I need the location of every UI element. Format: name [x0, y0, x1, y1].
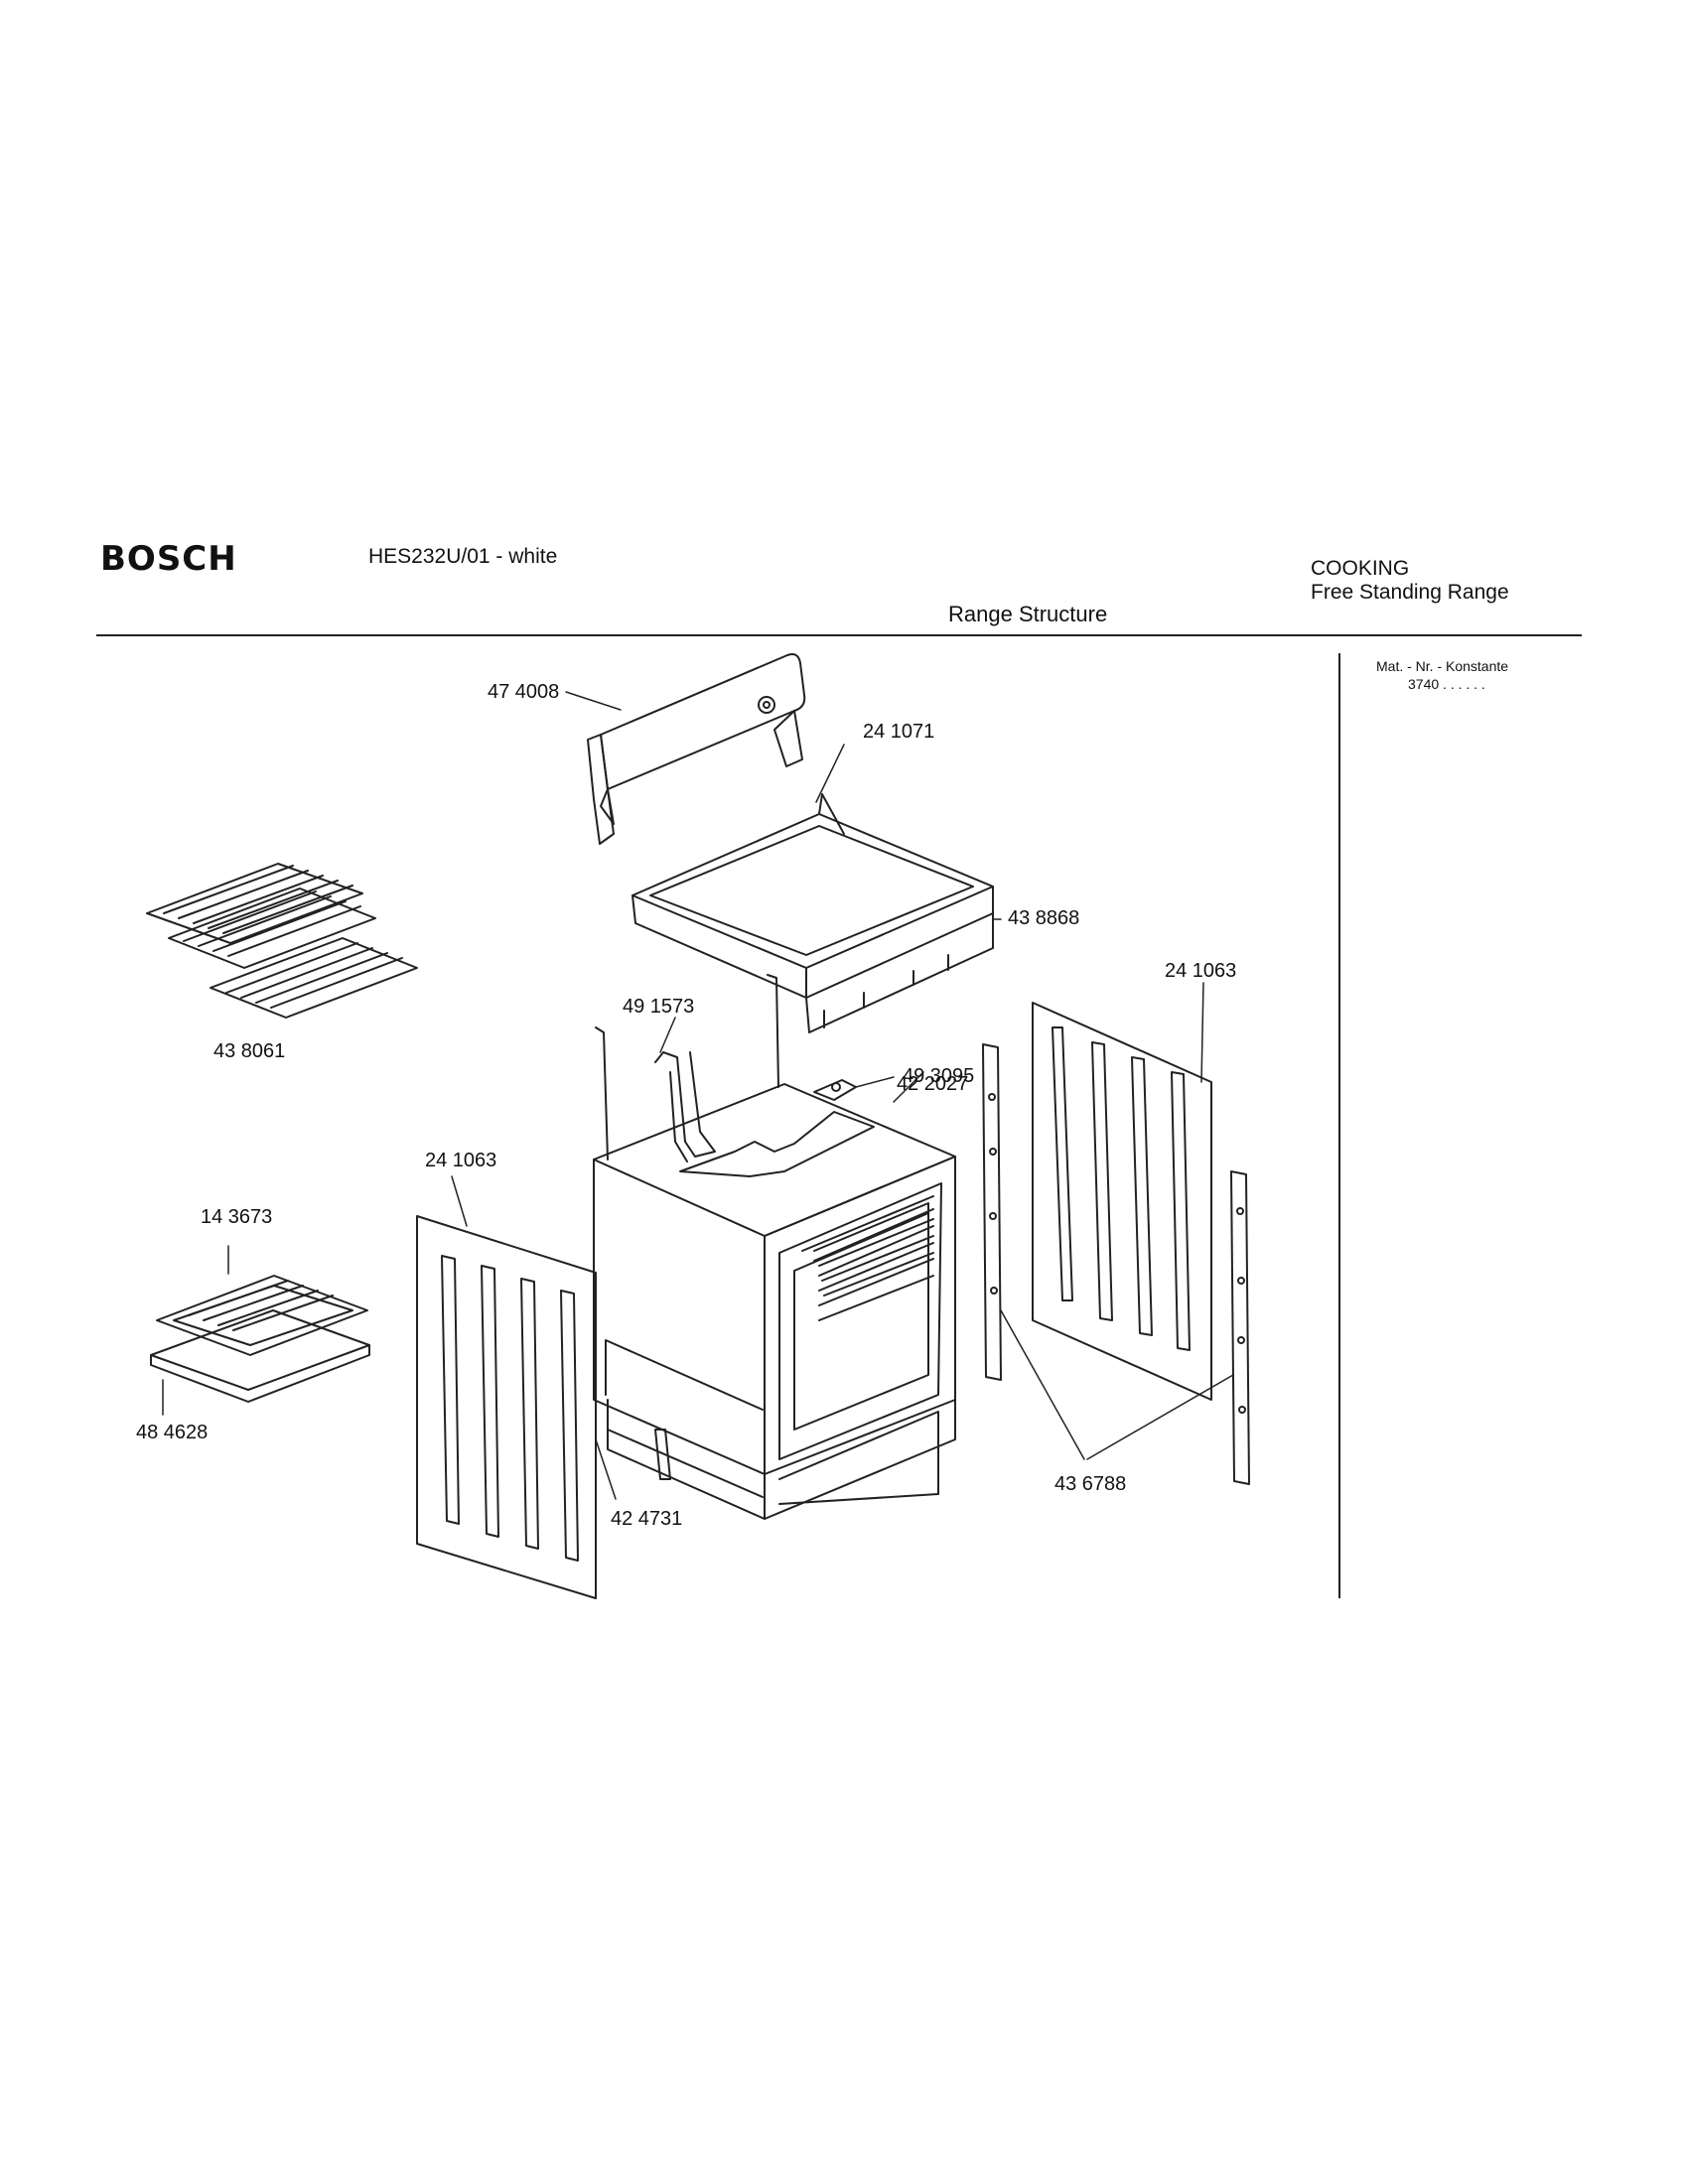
subcategory: Free Standing Range [1311, 581, 1509, 604]
leader-lines [162, 691, 1234, 1500]
label-143673: 14 3673 [201, 1206, 272, 1228]
backguard-part [587, 653, 806, 845]
label-424731: 42 4731 [611, 1508, 682, 1530]
label-484628: 48 4628 [136, 1422, 208, 1443]
bracket-part [813, 1079, 857, 1101]
cooktop-part [632, 793, 994, 1033]
diagram-title: Range Structure [948, 602, 1108, 626]
right-side-panel-part [1032, 1002, 1212, 1401]
category: COOKING [1311, 557, 1410, 580]
trim-strip-part [982, 1043, 1250, 1485]
label-438868: 43 8868 [1008, 907, 1079, 929]
left-side-panel-part [416, 1215, 597, 1599]
label-241071: 24 1071 [863, 721, 934, 743]
header-divider [96, 634, 1582, 636]
mat-value: 3740 . . . . . . [1408, 676, 1485, 692]
mat-label: Mat. - Nr. - Konstante [1376, 658, 1509, 674]
oven-racks-part [146, 863, 418, 1019]
label-491573: 49 1573 [623, 996, 694, 1018]
label-493095: 49 3095 [903, 1065, 974, 1087]
label-241063-left: 24 1063 [425, 1150, 496, 1171]
label-241063-right: 24 1063 [1165, 960, 1236, 982]
oven-body-part [593, 974, 956, 1520]
label-436788: 43 6788 [1054, 1473, 1126, 1495]
label-422027: 42 2027 [897, 1073, 968, 1095]
side-divider [1338, 653, 1340, 1598]
broiler-pan-part [150, 1275, 370, 1403]
label-438061: 43 8061 [213, 1040, 285, 1062]
flue-duct-part [654, 1051, 716, 1162]
brand-logo: BOSCH [100, 539, 237, 579]
part-labels: 47 4008 24 1071 43 8868 24 1063 49 1573 … [136, 681, 1236, 1530]
model-number: HES232U/01 - white [368, 545, 558, 568]
label-474008: 47 4008 [488, 681, 559, 703]
